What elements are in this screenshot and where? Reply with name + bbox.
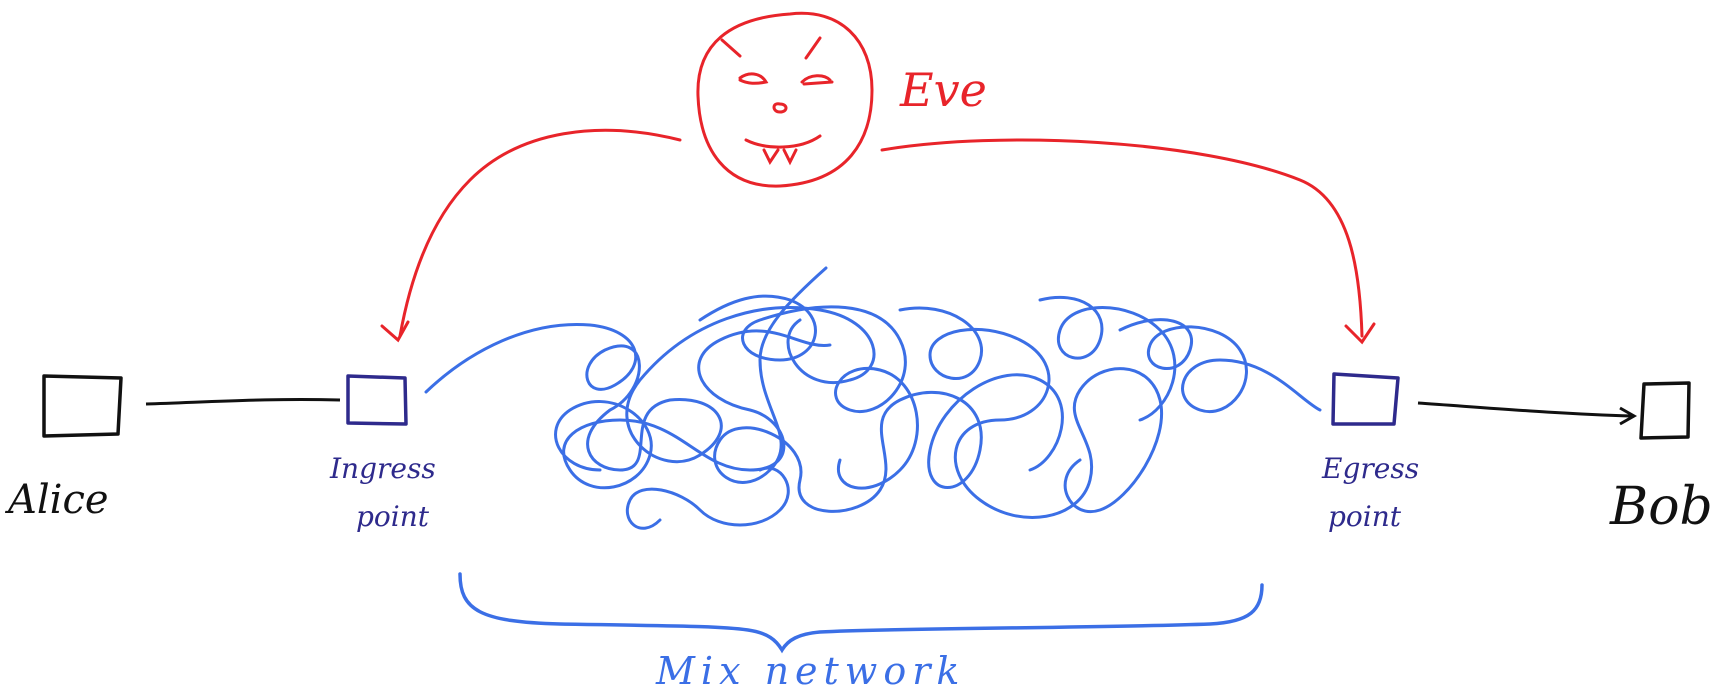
egress-box	[1331, 372, 1400, 426]
network-label: Mix network	[655, 649, 965, 693]
arrowhead-icon	[380, 320, 410, 343]
egress-label-line1: Egress	[1321, 452, 1419, 485]
ingress-box	[346, 374, 408, 426]
alice-node: Alice	[4, 374, 123, 523]
bob-node: Bob	[1609, 381, 1713, 537]
alice-ingress-link	[145, 397, 341, 406]
egress-bob-link	[1417, 401, 1638, 426]
arrowhead-icon	[1344, 322, 1376, 345]
ingress-label-line2: point	[356, 500, 430, 533]
alice-box	[42, 374, 123, 438]
ingress-label-line1: Ingress	[329, 452, 436, 485]
eve-adversary: Eve	[696, 11, 987, 188]
egress-label-line2: point	[1328, 500, 1402, 533]
ingress-node: Ingress point	[329, 374, 436, 533]
network-brace	[458, 572, 1264, 654]
eve-label: Eve	[899, 63, 987, 117]
eve-ingress-arrow	[380, 128, 682, 343]
alice-label: Alice	[4, 477, 109, 523]
arrowhead-icon	[1619, 406, 1638, 426]
eve-egress-arrow	[880, 138, 1376, 345]
bob-label: Bob	[1609, 477, 1713, 537]
bob-box	[1639, 381, 1691, 440]
eve-face-icon	[696, 11, 874, 188]
mix-network-scribble	[424, 266, 1322, 530]
egress-node: Egress point	[1321, 372, 1419, 533]
